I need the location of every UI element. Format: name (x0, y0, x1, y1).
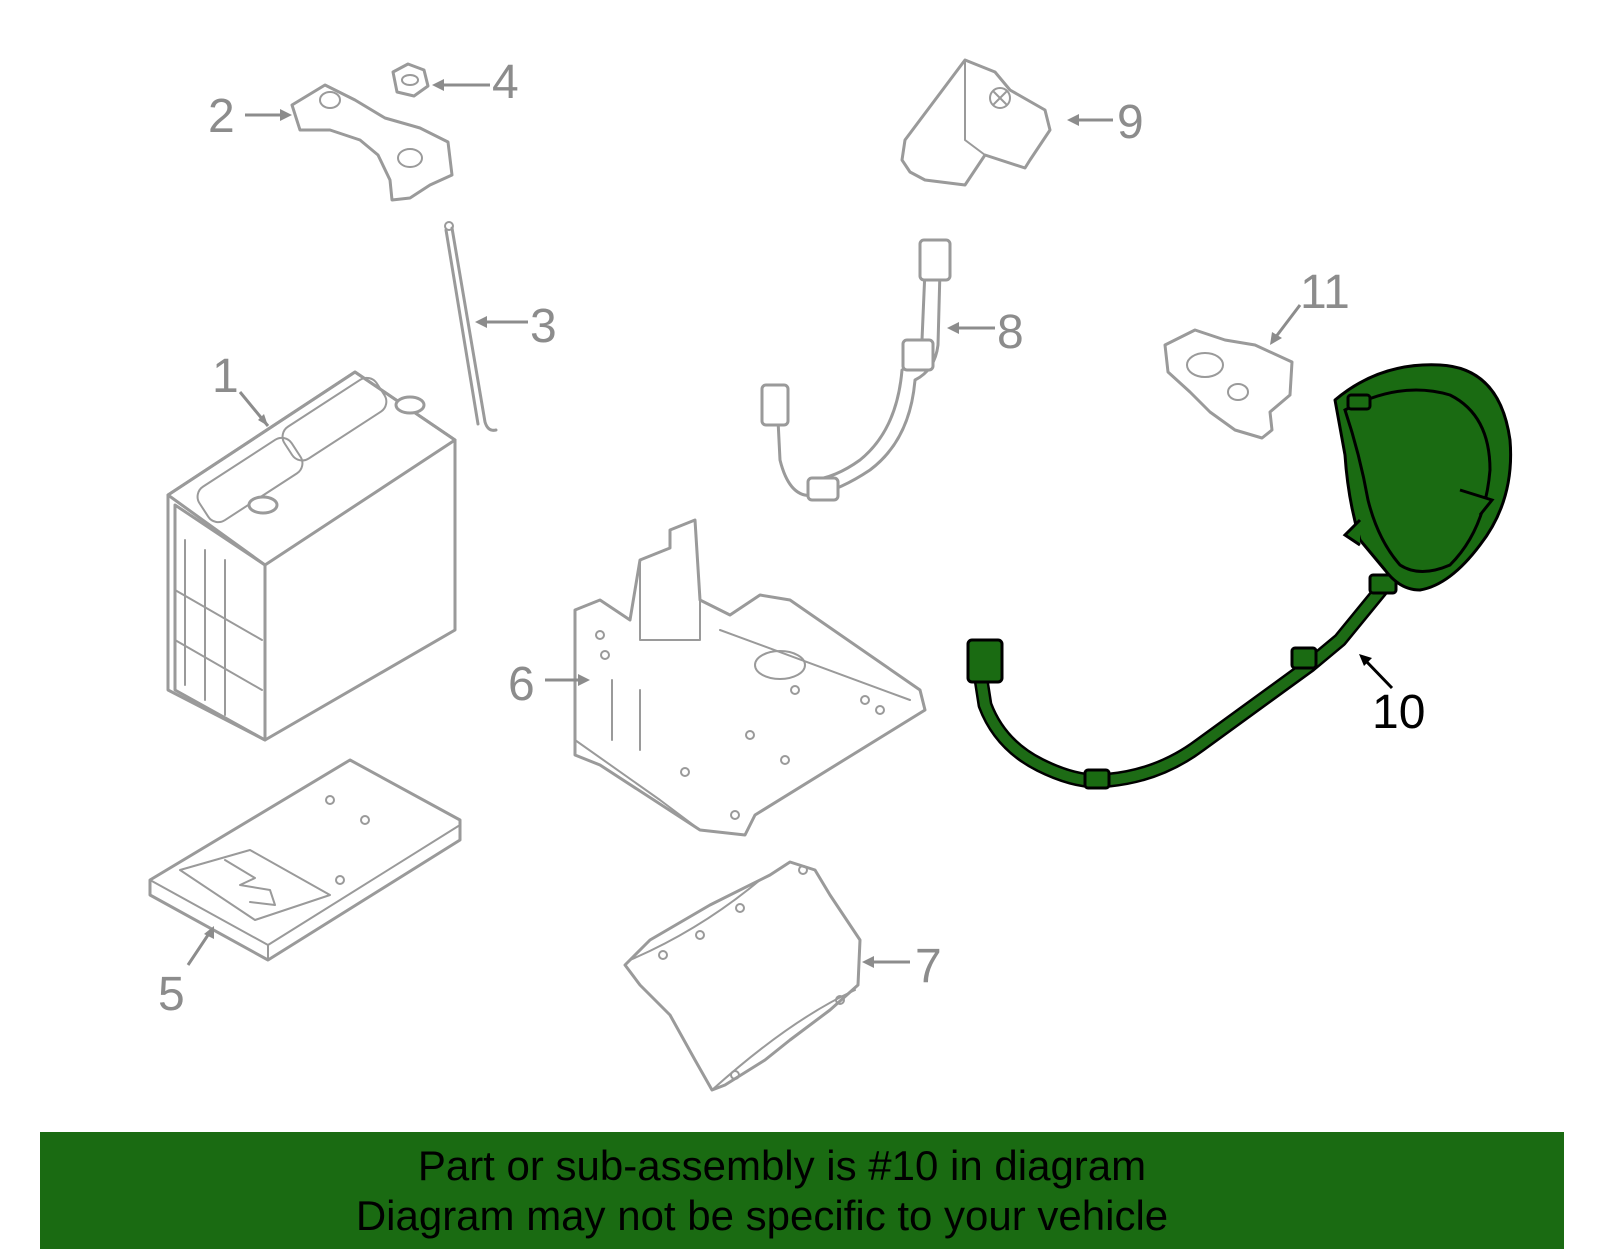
leader-1-arrow (258, 414, 268, 426)
part-1-battery[interactable] (166, 370, 457, 742)
leader-8-arrow (947, 322, 959, 334)
leader-7-arrow (862, 956, 874, 968)
leader-3-arrow (475, 316, 487, 328)
callout-5: 5 (158, 968, 185, 1021)
callout-2: 2 (208, 90, 235, 143)
part-6-tray[interactable] (573, 518, 927, 837)
callout-7: 7 (915, 940, 942, 993)
leader-4-arrow (432, 79, 444, 91)
part-7-heat-shield[interactable] (623, 860, 862, 1092)
footer-banner: Part or sub-assembly is #10 in diagram D… (40, 1132, 1564, 1249)
callout-8: 8 (997, 306, 1024, 359)
part-2-bracket[interactable] (290, 83, 454, 202)
part-8-cable[interactable] (760, 238, 952, 502)
callout-6: 6 (508, 658, 535, 711)
leader-10 (1363, 658, 1394, 690)
callout-1: 1 (212, 350, 239, 403)
callout-3: 3 (530, 300, 557, 353)
leader-5 (186, 931, 212, 966)
callout-11: 11 (1300, 266, 1350, 319)
part-11-terminal-clamp[interactable] (1163, 328, 1294, 440)
callout-9: 9 (1117, 96, 1144, 149)
part-3-rod[interactable] (444, 221, 498, 432)
leader-5-arrow (204, 926, 214, 939)
leader-11-arrow (1270, 332, 1282, 345)
footer-line-1: Part or sub-assembly is #10 in diagram (417, 1142, 1147, 1189)
part-5-pad[interactable] (148, 758, 462, 962)
leader-9-arrow (1067, 114, 1079, 126)
callout-10: 10 (1372, 686, 1425, 739)
leader-2-arrow (280, 109, 292, 121)
part-4-nut[interactable] (391, 62, 430, 98)
part-10-cable-assembly-highlighted[interactable] (966, 363, 1513, 790)
part-9-terminal-cover[interactable] (900, 58, 1052, 187)
callout-4: 4 (492, 56, 519, 109)
leader-11 (1273, 304, 1302, 339)
footer-line-2: Diagram may not be specific to your vehi… (355, 1192, 1169, 1239)
leader-6-arrow (578, 674, 590, 686)
leader-10-arrow (1359, 654, 1372, 666)
